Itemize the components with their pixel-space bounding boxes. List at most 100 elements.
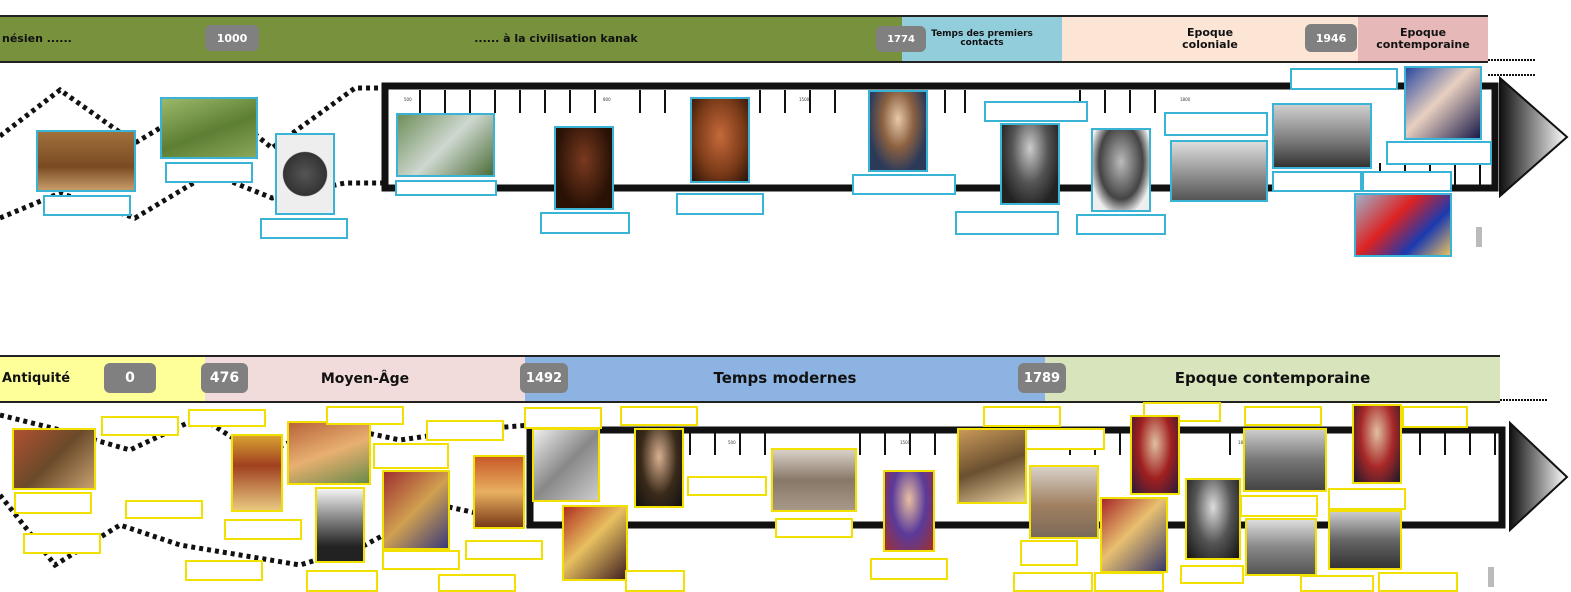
medieval-caption-1 xyxy=(185,560,263,581)
top-tick-800: 800 xyxy=(603,97,611,102)
industrial-caption-top xyxy=(1244,406,1322,426)
clovis-image xyxy=(231,434,283,512)
kanak-chief-caption xyxy=(1076,214,1166,235)
cook-caption xyxy=(852,174,956,195)
castle-image xyxy=(287,421,371,485)
de-gaulle-caption xyxy=(1402,406,1468,428)
period-epoque-contemporaine-top: Epoque contemporaine xyxy=(1358,17,1488,61)
versailles-caption xyxy=(775,518,853,538)
kanak-sculpture-caption xyxy=(540,212,630,234)
coast-map-image xyxy=(396,113,495,177)
medieval-caption-2 xyxy=(373,443,449,469)
year-badge-476: 476 xyxy=(201,363,248,393)
contact-caption xyxy=(984,101,1088,122)
admiral-portrait-image xyxy=(1000,123,1060,205)
industrial-image xyxy=(1243,428,1327,492)
accord-caption xyxy=(1362,171,1452,192)
revolution-caption-4 xyxy=(1013,572,1093,592)
louis-xiv-caption xyxy=(870,558,948,580)
de-gaulle-image xyxy=(1352,404,1402,484)
louis-xiv-image xyxy=(883,470,935,552)
clovis-caption-top xyxy=(188,409,266,427)
colonial-caption xyxy=(1164,112,1268,136)
top-tick-1500: 1500 xyxy=(799,97,810,102)
admiral-caption xyxy=(955,211,1059,235)
printing-image xyxy=(473,455,525,529)
petroglyph-caption xyxy=(43,195,131,216)
knight-caption xyxy=(306,570,378,592)
year-badge-0: 0 xyxy=(104,363,156,393)
coronation-image xyxy=(382,470,450,550)
coronation-caption xyxy=(382,550,460,570)
antiquity-caption-3 xyxy=(125,500,203,519)
kanak-mask-caption xyxy=(676,193,764,215)
versailles-image xyxy=(771,448,857,512)
landscape-caption xyxy=(165,162,253,183)
hugo-portrait-image xyxy=(1185,478,1241,560)
period-temps-modernes: Temps modernes xyxy=(525,357,1045,401)
engraving-image xyxy=(532,428,600,502)
modern-caption-bottom xyxy=(625,570,685,592)
renaissance-image xyxy=(562,505,628,581)
nickel-factory-image xyxy=(1170,140,1268,202)
institution-logo-top xyxy=(1476,227,1571,247)
knight-statue-image xyxy=(315,487,365,563)
year-badge-1000: 1000 xyxy=(205,25,259,51)
bottom-tick-500: 500 xyxy=(728,440,736,445)
kanak-chief-image xyxy=(1091,128,1151,212)
year-badge-1774: 1774 xyxy=(876,26,926,52)
period-epoque-contemporaine-bottom: Epoque contemporaine xyxy=(1045,357,1500,401)
period-civilisation-kanak: ...... à la civilisation kanak xyxy=(210,17,902,61)
landscape-image xyxy=(160,97,258,159)
gaul-battle-caption xyxy=(14,492,92,514)
war-photo-image xyxy=(1245,518,1317,576)
modern-caption-top-1 xyxy=(524,407,602,429)
clovis-caption xyxy=(224,519,302,540)
year-badge-1946: 1946 xyxy=(1305,24,1357,52)
antiquity-caption-1 xyxy=(23,533,101,554)
kanak-sculpture-image xyxy=(554,126,614,210)
top-tick-1800: 1800 xyxy=(1180,97,1191,102)
year-badge-1492: 1492 xyxy=(520,363,568,393)
handshake-caption xyxy=(1386,141,1492,165)
top-tick-500: 500 xyxy=(404,97,412,102)
kanak-mask-image xyxy=(690,97,750,183)
sacre-image xyxy=(1100,497,1168,573)
lapita-pottery-image xyxy=(275,133,335,215)
flags-photo-image xyxy=(1354,193,1452,257)
medieval-caption-3 xyxy=(426,420,504,441)
antiquity-caption-2 xyxy=(101,416,179,436)
medieval-caption-4 xyxy=(438,574,516,592)
handshake-photo-image xyxy=(1404,66,1482,140)
period-antiquite: Antiquité xyxy=(0,357,207,401)
industrial-caption xyxy=(1240,495,1318,517)
henri-iv-image xyxy=(634,428,684,508)
revolution-caption-3 xyxy=(1020,540,1078,566)
modern-caption-mid xyxy=(687,476,767,496)
sacre-caption xyxy=(1094,572,1164,592)
war-caption xyxy=(1300,575,1374,592)
institution-logo-bottom xyxy=(1488,567,1571,587)
bottom-period-band: Antiquité Moyen-Âge Temps modernes Epoqu… xyxy=(0,355,1500,403)
revolution-caption-top xyxy=(983,406,1061,427)
napoleon-image xyxy=(1130,415,1180,495)
castle-caption-top xyxy=(326,406,404,425)
bastille-image xyxy=(957,428,1027,504)
contemporary-caption-2 xyxy=(1378,572,1458,592)
crowd-caption xyxy=(1272,171,1362,192)
revolution-caption-2 xyxy=(1025,428,1105,450)
top-right-caption-header xyxy=(1290,68,1398,90)
printing-caption xyxy=(465,540,543,560)
modern-photo-image xyxy=(1328,510,1402,570)
gaul-battle-image xyxy=(12,428,96,490)
modern-caption-top-2 xyxy=(620,406,698,426)
period-polynesien: nésien ...... xyxy=(0,17,212,61)
bottom-tick-1500: 1500 xyxy=(900,440,911,445)
petroglyph-image xyxy=(36,130,136,192)
lapita-pottery-caption xyxy=(260,218,348,239)
cook-portrait-image xyxy=(868,90,928,172)
hugo-caption xyxy=(1180,565,1244,584)
coast-map-caption xyxy=(395,180,497,196)
obelisk-image xyxy=(1029,465,1099,539)
crowd-photo-image xyxy=(1272,103,1372,169)
